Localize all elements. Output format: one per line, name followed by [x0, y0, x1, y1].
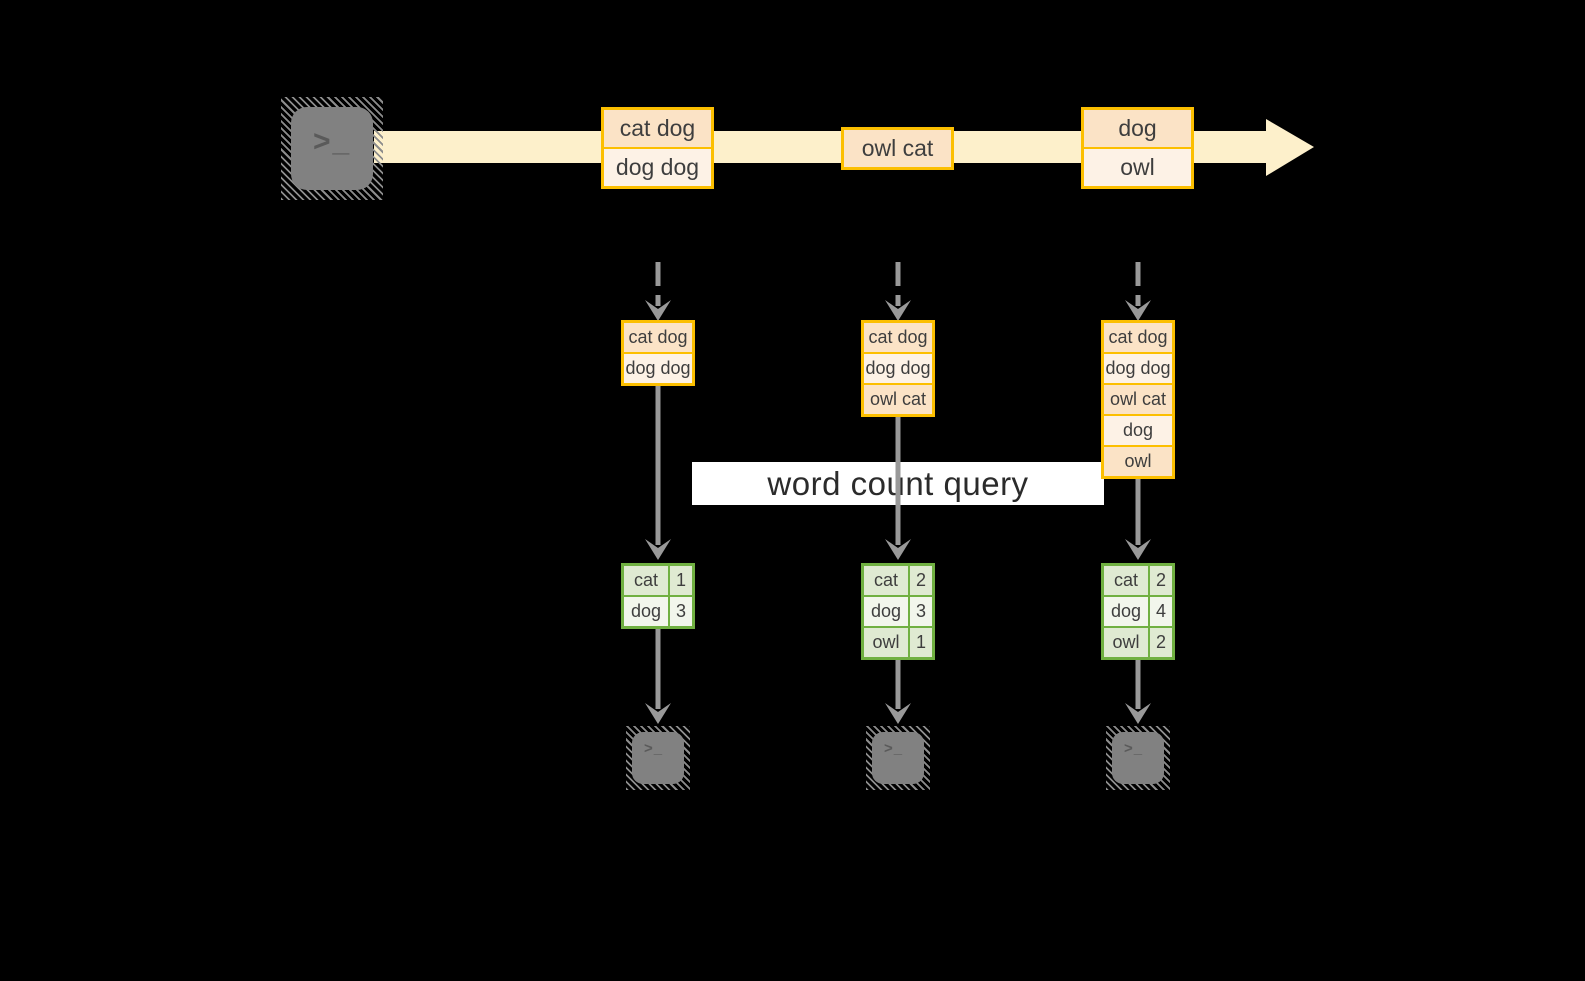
count-cell: 4	[1150, 597, 1172, 626]
output-terminal-icon-3: >_	[1106, 726, 1170, 790]
buffer-item: dog dog	[1104, 354, 1172, 383]
count-row: dog 3	[624, 597, 692, 626]
buffer-item: cat dog	[1104, 323, 1172, 352]
source-terminal-icon: >_	[281, 97, 383, 200]
count-row: dog 3	[864, 597, 932, 626]
stream-event-item: dog	[1084, 110, 1191, 147]
output-terminal-icon-1: >_	[626, 726, 690, 790]
buffer-item: owl	[1104, 447, 1172, 476]
ingest-arrow-2	[885, 262, 911, 321]
query-arrow-1	[645, 386, 671, 560]
count-row: cat 1	[624, 566, 692, 595]
count-row: owl 1	[864, 628, 932, 657]
word-cell: dog	[1104, 597, 1148, 626]
stream-event-item: cat dog	[604, 110, 711, 147]
terminal-screen: >_	[632, 732, 684, 784]
stream-event-box-3: dog owl	[1081, 107, 1194, 189]
terminal-prompt-icon: >_	[884, 740, 904, 757]
count-table-2: cat 2 dog 3 owl 1	[861, 563, 935, 660]
word-cell: owl	[1104, 628, 1148, 657]
output-arrow-3	[1125, 660, 1151, 724]
terminal-screen: >_	[872, 732, 924, 784]
count-row: owl 2	[1104, 628, 1172, 657]
buffer-item: owl cat	[1104, 385, 1172, 414]
buffer-item: cat dog	[864, 323, 932, 352]
ingest-arrow-3	[1125, 262, 1151, 321]
terminal-screen: >_	[291, 107, 373, 190]
buffer-item: dog dog	[624, 354, 692, 383]
query-arrow-3	[1125, 479, 1151, 560]
output-terminal-icon-2: >_	[866, 726, 930, 790]
word-cell: cat	[1104, 566, 1148, 595]
count-cell: 2	[910, 566, 932, 595]
word-cell: owl	[864, 628, 908, 657]
query-label-banner: word count query	[692, 462, 1104, 505]
word-cell: cat	[624, 566, 668, 595]
terminal-prompt-icon: >_	[1124, 740, 1144, 757]
word-cell: dog	[864, 597, 908, 626]
terminal-screen: >_	[1112, 732, 1164, 784]
output-arrow-2	[885, 660, 911, 724]
count-cell: 3	[670, 597, 692, 626]
count-cell: 1	[670, 566, 692, 595]
stream-event-box-1: cat dog dog dog	[601, 107, 714, 189]
buffer-item: cat dog	[624, 323, 692, 352]
stream-arrowhead-icon	[1266, 119, 1314, 176]
count-cell: 2	[1150, 566, 1172, 595]
output-arrow-1	[645, 629, 671, 724]
buffer-stack-1: cat dog dog dog	[621, 320, 695, 386]
buffer-item: owl cat	[864, 385, 932, 414]
buffer-item: dog	[1104, 416, 1172, 445]
count-table-1: cat 1 dog 3	[621, 563, 695, 629]
count-row: dog 4	[1104, 597, 1172, 626]
buffer-stack-2: cat dog dog dog owl cat	[861, 320, 935, 417]
stream-event-item: dog dog	[604, 149, 711, 186]
count-row: cat 2	[864, 566, 932, 595]
count-row: cat 2	[1104, 566, 1172, 595]
terminal-prompt-icon: >_	[644, 740, 664, 757]
word-cell: dog	[624, 597, 668, 626]
count-cell: 2	[1150, 628, 1172, 657]
query-label: word count query	[767, 464, 1029, 502]
buffer-item: dog dog	[864, 354, 932, 383]
ingest-arrow-1	[645, 262, 671, 321]
word-cell: cat	[864, 566, 908, 595]
stream-event-box-2: owl cat	[841, 127, 954, 170]
stream-event-item: owl cat	[844, 130, 951, 167]
terminal-prompt-icon: >_	[313, 125, 352, 158]
count-cell: 1	[910, 628, 932, 657]
stream-event-item: owl	[1084, 149, 1191, 186]
buffer-stack-3: cat dog dog dog owl cat dog owl	[1101, 320, 1175, 479]
count-cell: 3	[910, 597, 932, 626]
count-table-3: cat 2 dog 4 owl 2	[1101, 563, 1175, 660]
